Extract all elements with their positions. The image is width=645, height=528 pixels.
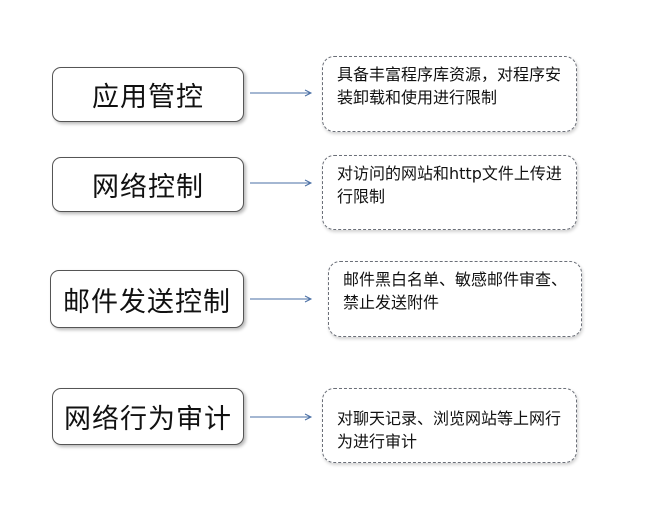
connector-arrow — [250, 179, 313, 187]
feature-box-app-control: 应用管控 — [52, 67, 244, 122]
feature-label: 应用管控 — [92, 82, 204, 113]
feature-box-network-control: 网络控制 — [52, 157, 244, 212]
connector-arrow — [250, 295, 313, 303]
description-text: 对聊天记录、浏览网站等上网行为进行审计 — [337, 409, 562, 451]
description-box: 具备丰富程序库资源，对程序安装卸载和使用进行限制 — [322, 56, 577, 132]
description-box: 对聊天记录、浏览网站等上网行为进行审计 — [322, 388, 577, 463]
description-box: 邮件黑白名单、敏感邮件审查、禁止发送附件 — [328, 261, 582, 337]
feature-label: 邮件发送控制 — [63, 286, 231, 318]
description-text: 具备丰富程序库资源，对程序安装卸载和使用进行限制 — [337, 65, 562, 107]
description-box: 对访问的网站和http文件上传进行限制 — [322, 155, 577, 230]
feature-box-mail-control: 邮件发送控制 — [50, 270, 244, 328]
feature-label: 网络行为审计 — [64, 404, 232, 435]
feature-label: 网络控制 — [92, 172, 204, 203]
connector-arrow — [250, 413, 313, 421]
feature-box-behavior-audit: 网络行为审计 — [52, 388, 244, 445]
description-text: 对访问的网站和http文件上传进行限制 — [337, 164, 562, 206]
connector-arrow — [250, 89, 313, 97]
description-text: 邮件黑白名单、敏感邮件审查、禁止发送附件 — [343, 270, 568, 312]
